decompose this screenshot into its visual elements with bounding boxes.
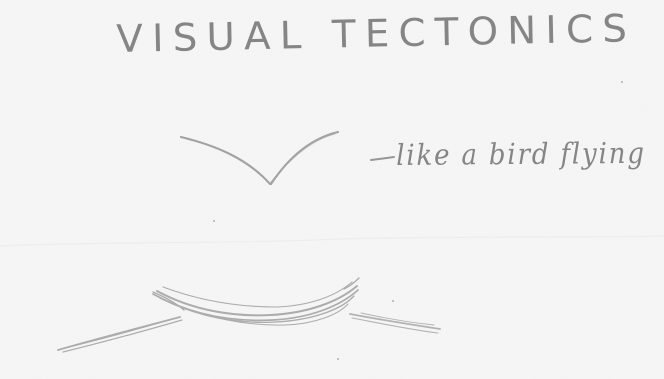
bird-flying-icon (181, 132, 338, 184)
right-plate-line (350, 313, 440, 333)
left-plate-line (58, 317, 182, 352)
dash-mark (371, 157, 394, 160)
tectonic-plate-icon (153, 278, 359, 325)
pencil-specks (214, 82, 622, 359)
sketch-annotation: like a bird flying (396, 139, 646, 170)
